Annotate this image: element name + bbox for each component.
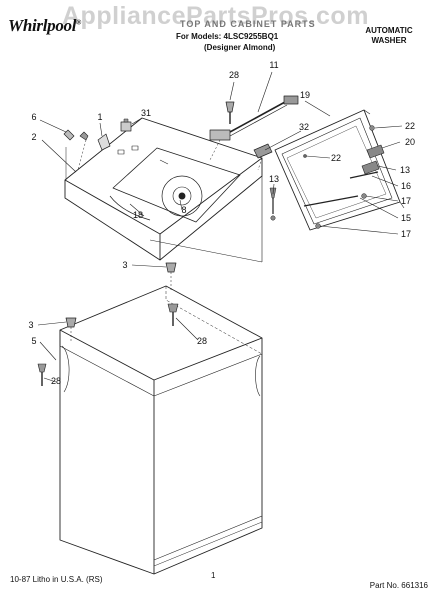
callout-label: 17 (401, 229, 411, 239)
callout-label: 5 (31, 336, 36, 346)
callout-label: 1 (97, 112, 102, 122)
cabinet-screw-right (167, 303, 179, 326)
model-number: For Models: 4LSC9255BQ1 (176, 32, 279, 41)
callout-label: 13 (269, 174, 279, 184)
diagram-title: TOP AND CABINET PARTS (180, 19, 316, 29)
washer-cabinet (59, 285, 263, 575)
callout-label: 32 (299, 122, 309, 132)
callout-label: 15 (401, 213, 411, 223)
callout-label: 28 (229, 70, 239, 80)
wire-harness (209, 95, 299, 161)
washer-top-panel (64, 117, 263, 261)
callout-label: 28 (197, 336, 207, 346)
lid-hinge (253, 143, 273, 171)
callout-label: 16 (401, 181, 411, 191)
hinge-pin-clip (63, 129, 89, 171)
part-number: Part No. 661316 (369, 581, 428, 590)
callout-label: 22 (405, 121, 415, 131)
callout-label: 2 (31, 132, 36, 142)
callout-label: 20 (405, 137, 415, 147)
washer-lid (274, 109, 405, 231)
callout-label: 17 (401, 196, 411, 206)
lid-hardware (269, 125, 385, 229)
callout-label: 28 (51, 376, 61, 386)
small-bracket (97, 133, 111, 151)
watermark-text: AppliancePartsPros.com (62, 2, 369, 30)
cabinet-screw-left (37, 363, 47, 386)
registered-mark: ® (76, 18, 82, 27)
product-line-2: WASHER (371, 36, 407, 45)
brand-name: Whirlpool (8, 16, 77, 35)
part-callouts: 28 11 31 6 1 2 19 32 22 20 22 13 18 8 13… (28, 60, 415, 386)
callout-label: 18 (133, 210, 143, 220)
callout-label: 8 (181, 205, 186, 215)
callout-label: 11 (269, 60, 278, 70)
litho-note: 10-87 Litho in U.S.A. (RS) (10, 575, 103, 584)
lid-switch-part (120, 118, 132, 132)
page-number: 1 (211, 571, 216, 580)
callout-label: 19 (300, 90, 310, 100)
screw-top (225, 101, 235, 124)
callout-label: 13 (400, 165, 410, 175)
product-type: AUTOMATIC WASHER (354, 26, 424, 46)
callout-label: 3 (28, 320, 33, 330)
model-color: (Designer Almond) (204, 43, 276, 52)
brand-logo: Whirlpool® (8, 16, 81, 36)
product-line-1: AUTOMATIC (365, 26, 413, 35)
callout-label: 31 (141, 108, 151, 118)
callout-label: 22 (331, 153, 341, 163)
callout-label: 3 (122, 260, 127, 270)
callout-leaders (37, 71, 403, 383)
cabinet-clip-left (65, 317, 77, 342)
cabinet-clip (165, 262, 177, 292)
callout-label: 6 (31, 112, 36, 122)
